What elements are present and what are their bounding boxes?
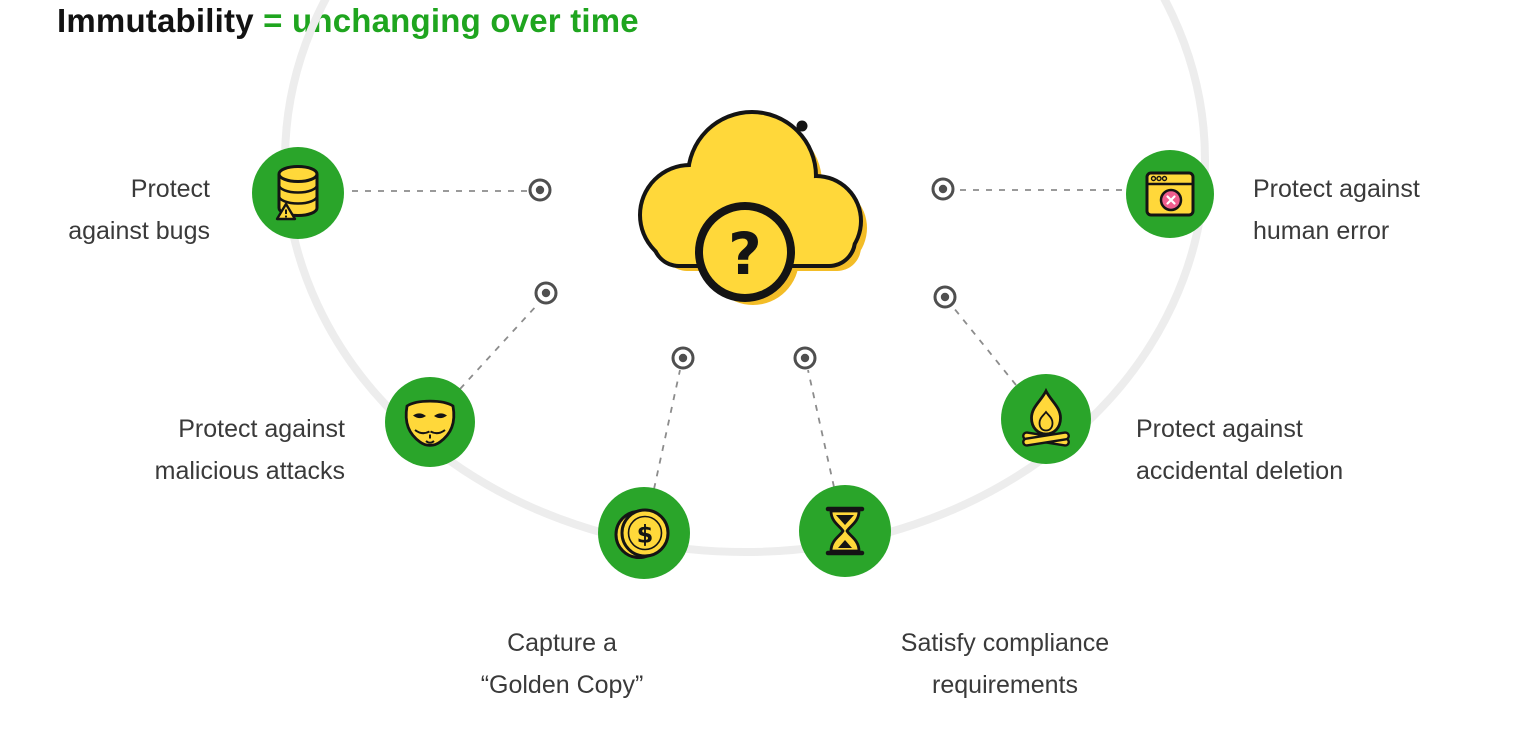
node-dot (678, 353, 688, 363)
label-line: Capture a (507, 629, 617, 657)
connector-node (931, 177, 955, 201)
connector-node (793, 346, 817, 370)
badge-malicious-attacks (385, 377, 475, 467)
label-line: Satisfy compliance (900, 629, 1110, 657)
badge-accidental-deletion (1001, 374, 1091, 464)
label-compliance: Satisfy compliance requirements (855, 622, 1155, 706)
connector-line-compliance (807, 369, 835, 488)
node-dot (541, 288, 551, 298)
badge-golden-copy: $ (598, 487, 690, 579)
connector-node (534, 281, 558, 305)
label-line: “Golden Copy” (480, 671, 644, 699)
connector-node (528, 178, 552, 202)
label-line: Protect (130, 175, 210, 203)
browser-error-icon (1145, 171, 1195, 217)
badge-protect-bugs (252, 147, 344, 239)
label-line: accidental deletion (1136, 457, 1344, 485)
campfire-icon (1022, 387, 1070, 447)
title-definition: = unchanging over time (263, 2, 639, 39)
label-line: against bugs (68, 217, 210, 245)
connector-line-golden-copy (653, 369, 681, 490)
connector-line-deletion (952, 306, 1017, 386)
badge-human-error (1126, 150, 1214, 238)
label-line: Protect against (1253, 175, 1420, 203)
page-title: Immutability = unchanging over time (57, 2, 639, 40)
label-golden-copy: Capture a “Golden Copy” (412, 622, 712, 706)
hourglass-icon (825, 506, 865, 556)
label-line: Protect against (1136, 415, 1303, 443)
question-mark: ? (728, 220, 762, 288)
label-human-error: Protect against human error (1253, 168, 1513, 252)
node-dot (535, 185, 545, 195)
node-dot (800, 353, 810, 363)
label-malicious-attacks: Protect against malicious attacks (45, 408, 345, 492)
dollar-symbol: $ (637, 521, 654, 549)
label-line: Protect against (178, 415, 345, 443)
database-warning-icon (275, 165, 319, 221)
anonymous-mask-icon (404, 399, 456, 447)
question-circle (695, 202, 795, 302)
label-line: malicious attacks (154, 457, 345, 485)
connector-line-malicious (459, 303, 539, 390)
badge-compliance (799, 485, 891, 577)
label-protect-bugs: Protect against bugs (0, 168, 210, 252)
connector-node (671, 346, 695, 370)
connector-node (933, 285, 957, 309)
gold-coin-icon: $ (614, 508, 670, 559)
label-line: human error (1253, 217, 1390, 245)
node-dot (938, 184, 948, 194)
label-line: requirements (932, 671, 1078, 699)
cloud-doodle-dot (796, 120, 808, 132)
title-term: Immutability (57, 2, 254, 39)
label-accidental-deletion: Protect against accidental deletion (1136, 408, 1466, 492)
node-dot (940, 292, 950, 302)
cloud-question-icon: ? (638, 110, 867, 305)
